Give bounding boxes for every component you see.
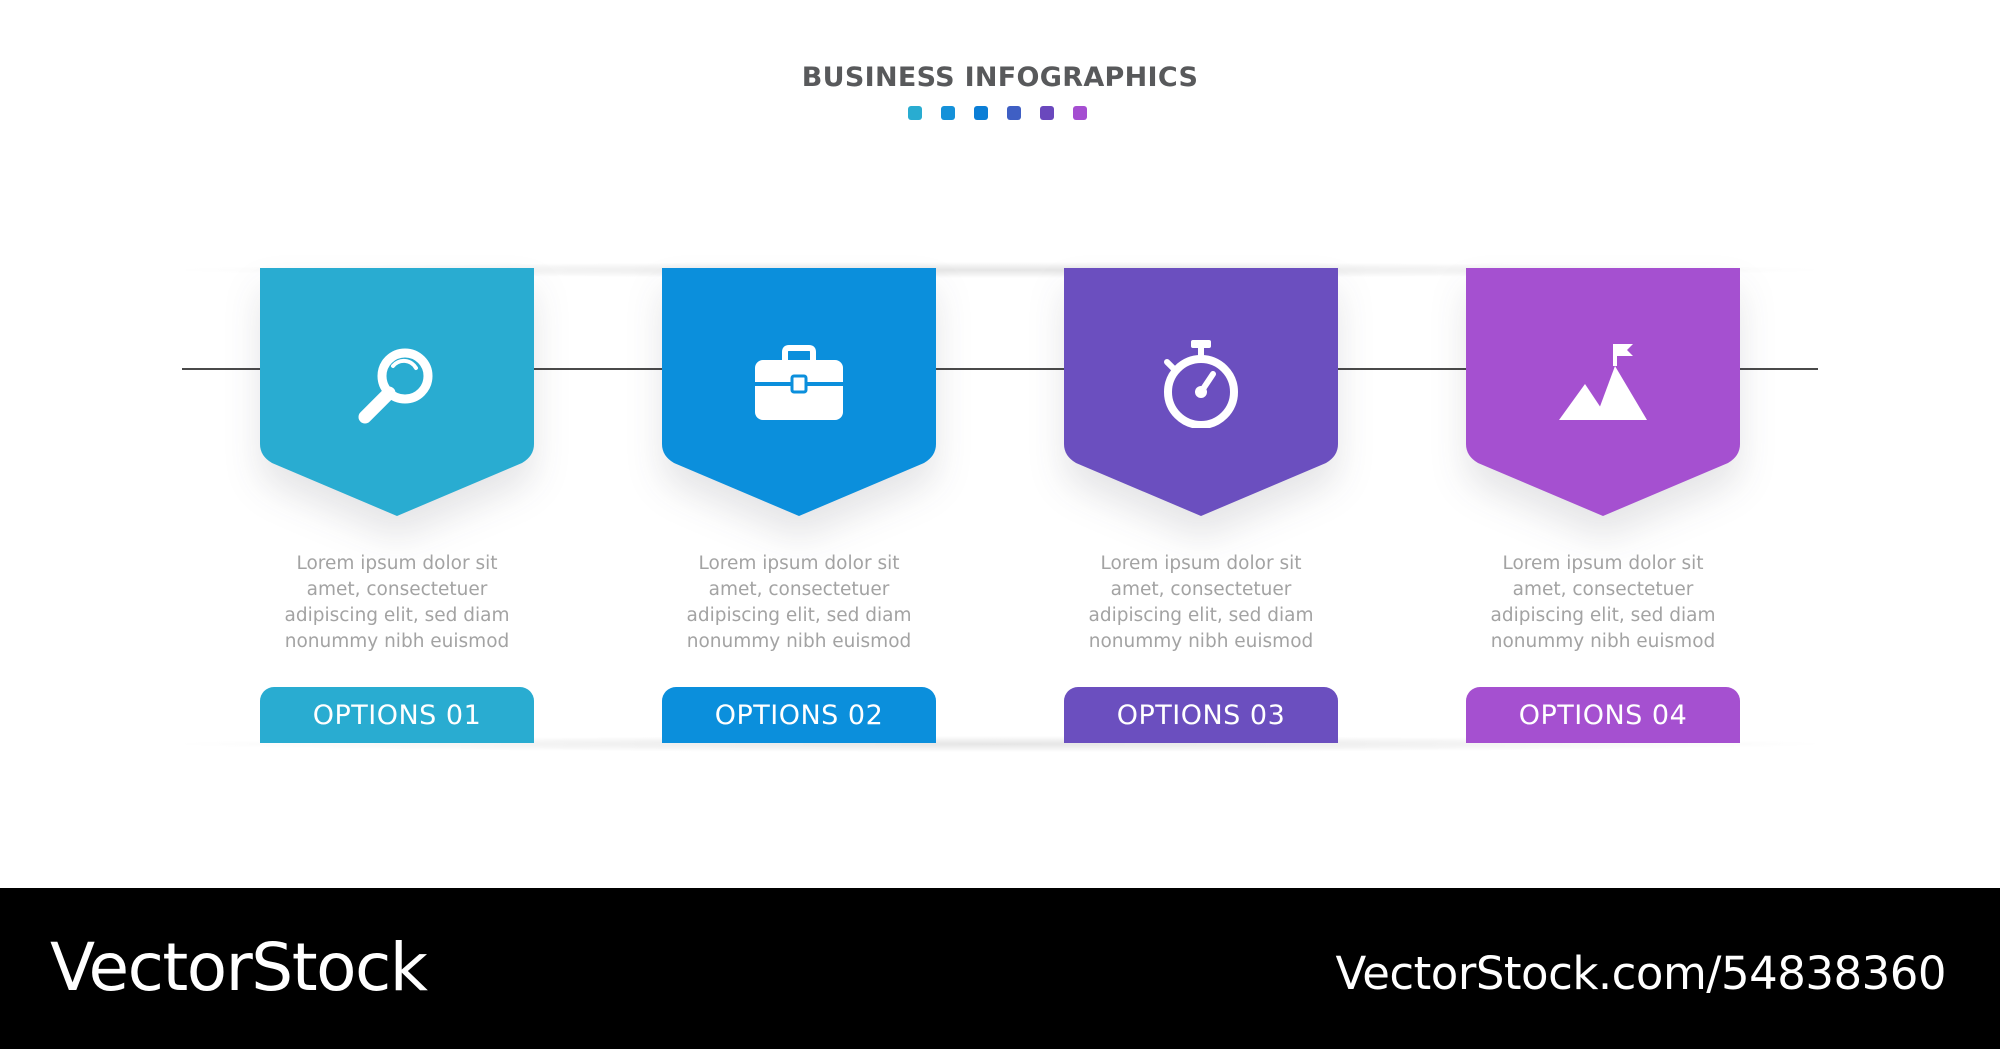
timeline-line (182, 368, 1818, 370)
banner-shape (260, 268, 534, 516)
briefcase-icon (755, 340, 843, 428)
mountain-flag-icon (1559, 340, 1647, 428)
infographic-canvas: BUSINESS INFOGRAPHICS Lorem ipsum dolor … (182, 62, 1818, 752)
title-dots (908, 106, 1087, 120)
banner-shape (1466, 268, 1740, 516)
options-02-button[interactable]: OPTIONS 02 (662, 687, 936, 743)
options-04-button[interactable]: OPTIONS 04 (1466, 687, 1740, 743)
option-description: Lorem ipsum dolor sit amet, consectetuer… (1088, 553, 1314, 652)
title-dot (941, 106, 955, 120)
title-dot (908, 106, 922, 120)
title-dot (1040, 106, 1054, 120)
options-01-button[interactable]: OPTIONS 01 (260, 687, 534, 743)
option-description: Lorem ipsum dolor sit amet, consectetuer… (686, 553, 912, 652)
top-shelf-shadow (182, 262, 1818, 278)
option-banner (260, 268, 534, 516)
footer-bar (0, 888, 2000, 1049)
option-description: Lorem ipsum dolor sit amet, consectetuer… (284, 553, 510, 652)
title-dot (1007, 106, 1021, 120)
stopwatch-icon (1157, 340, 1245, 429)
options-03-button[interactable]: OPTIONS 03 (1064, 687, 1338, 743)
page-title: BUSINESS INFOGRAPHICS (801, 62, 1199, 93)
footer-brand-logo[interactable]: VectorStock (50, 929, 428, 1006)
option-banner (1466, 268, 1740, 516)
title-dot (974, 106, 988, 120)
magnifier-icon (353, 340, 441, 428)
bottom-shelf-shadow (182, 736, 1818, 752)
footer-url[interactable]: VectorStock.com/54838360 (1335, 947, 1946, 1000)
title-dot (1073, 106, 1087, 120)
option-description: Lorem ipsum dolor sit amet, consectetuer… (1490, 553, 1716, 652)
